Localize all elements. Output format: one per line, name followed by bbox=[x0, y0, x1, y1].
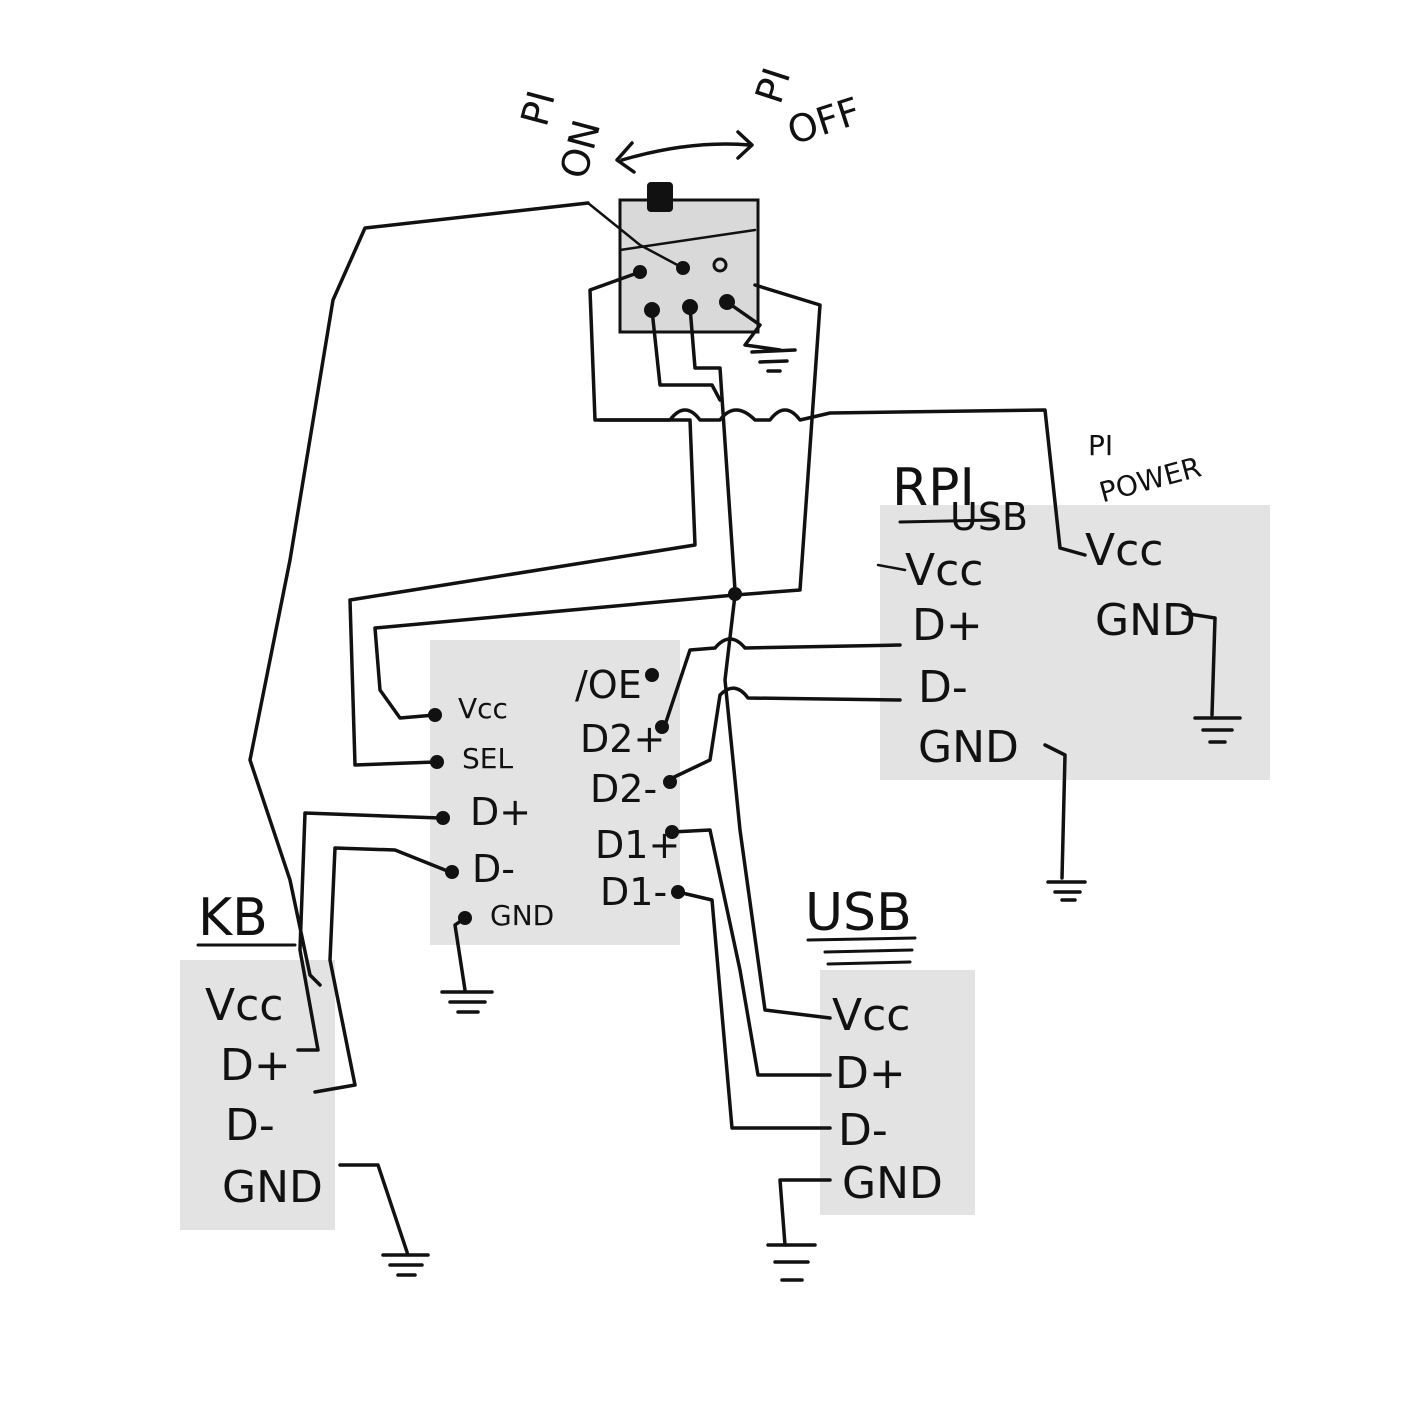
pi-off-label-2: OFF bbox=[782, 89, 866, 154]
wires bbox=[248, 201, 1217, 1257]
usb-pin-gnd: GND bbox=[842, 1158, 943, 1209]
rpi-pin-gnd: GND bbox=[918, 722, 1019, 773]
rpi-pin-vcc: Vcc bbox=[905, 545, 983, 596]
switch-direction-arrow bbox=[615, 130, 754, 174]
chip-pin-sel: SEL bbox=[462, 742, 513, 775]
chip-pin-dplus: D+ bbox=[470, 790, 531, 834]
rpi-pin-dplus: D+ bbox=[912, 600, 983, 651]
usb-title: USB bbox=[805, 883, 912, 943]
chip-pin-vcc: Vcc bbox=[458, 692, 508, 725]
chip-pin-dminus: D- bbox=[472, 847, 515, 891]
kb-pin-dplus: D+ bbox=[220, 1040, 291, 1091]
kb-pin-gnd: GND bbox=[222, 1162, 323, 1213]
kb-pin-dminus: D- bbox=[225, 1100, 275, 1151]
rpi-title: RPI bbox=[892, 458, 975, 518]
pi-on-label-1: PI bbox=[512, 86, 563, 130]
mux-chip-box bbox=[430, 640, 680, 945]
kb-title: KB bbox=[198, 888, 268, 948]
chip-pin-d2plus: D2+ bbox=[580, 717, 665, 761]
usb-pin-dminus: D- bbox=[838, 1105, 888, 1156]
pi-power-label-1: PI bbox=[1088, 429, 1113, 462]
power-pin-vcc: Vcc bbox=[1085, 525, 1163, 576]
pin-dots bbox=[428, 587, 742, 925]
rpi-usb-subtitle: USB bbox=[950, 495, 1028, 539]
chip-pin-gnd: GND bbox=[490, 899, 554, 932]
pi-off-label-1: PI bbox=[747, 63, 799, 109]
ground-symbols bbox=[381, 348, 1242, 1282]
pi-on-label-2: ON bbox=[552, 115, 610, 183]
chip-pin-d2minus: D2- bbox=[590, 767, 657, 811]
kb-pin-vcc: Vcc bbox=[205, 980, 283, 1031]
usb-pin-vcc: Vcc bbox=[832, 990, 910, 1041]
chip-pin-d1minus: D1- bbox=[600, 870, 667, 914]
usb-box bbox=[820, 970, 975, 1215]
usb-pin-dplus: D+ bbox=[835, 1048, 906, 1099]
power-pin-gnd: GND bbox=[1095, 595, 1196, 646]
chip-pin-d1plus: D1+ bbox=[595, 823, 680, 867]
rpi-pin-dminus: D- bbox=[918, 662, 968, 713]
chip-pin-oe: /OE bbox=[575, 663, 642, 707]
